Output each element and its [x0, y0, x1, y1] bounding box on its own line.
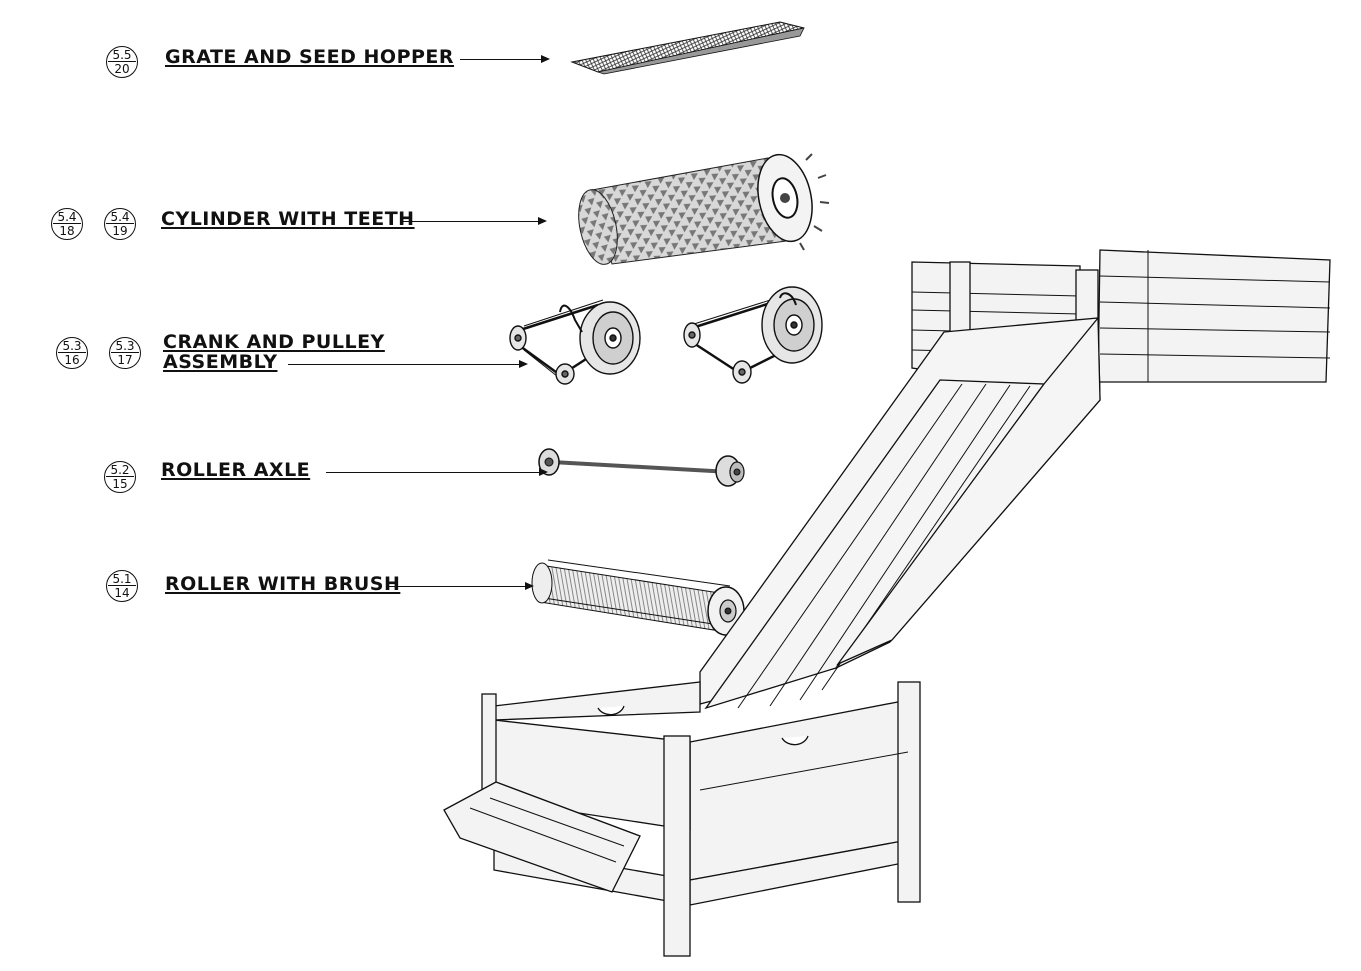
cylinder-with-teeth-illustration: [578, 153, 830, 265]
ref-badge-grate: 5.5 20: [106, 46, 138, 78]
ref-badge-crank-a: 5.3 16: [56, 337, 88, 369]
leader-arrow-grate: [460, 55, 550, 63]
leader-arrow-crank: [288, 360, 528, 368]
lower-box-frame: [443, 681, 921, 957]
label-grate-and-seed-hopper: GRATE AND SEED HOPPER: [165, 46, 455, 68]
grate-seed-hopper-illustration: [570, 21, 805, 75]
label-cylinder-with-teeth: CYLINDER WITH TEETH: [161, 208, 415, 230]
ref-badge-roller-brush: 5.1 14: [106, 570, 138, 602]
label-assembly: ASSEMBLY: [163, 351, 278, 373]
inclined-chute: [699, 316, 1101, 710]
ref-badge-cylinder-a: 5.4 18: [51, 208, 83, 240]
leader-arrow-roller-axle: [326, 468, 548, 476]
label-roller-axle: ROLLER AXLE: [161, 459, 311, 481]
leader-arrow-roller-brush: [388, 582, 534, 590]
ref-badge-cylinder-b: 5.4 19: [104, 208, 136, 240]
ref-badge-roller-axle: 5.2 15: [104, 461, 136, 493]
roller-axle-illustration: [538, 448, 745, 487]
label-roller-with-brush: ROLLER WITH BRUSH: [165, 573, 401, 595]
leader-arrow-cylinder: [403, 217, 547, 225]
crank-pulley-assembly-illustration: [509, 286, 823, 385]
roller-with-brush-illustration: [531, 559, 745, 636]
ref-badge-crank-b: 5.3 17: [109, 337, 141, 369]
label-crank-and-pulley: CRANK AND PULLEY: [163, 331, 385, 353]
